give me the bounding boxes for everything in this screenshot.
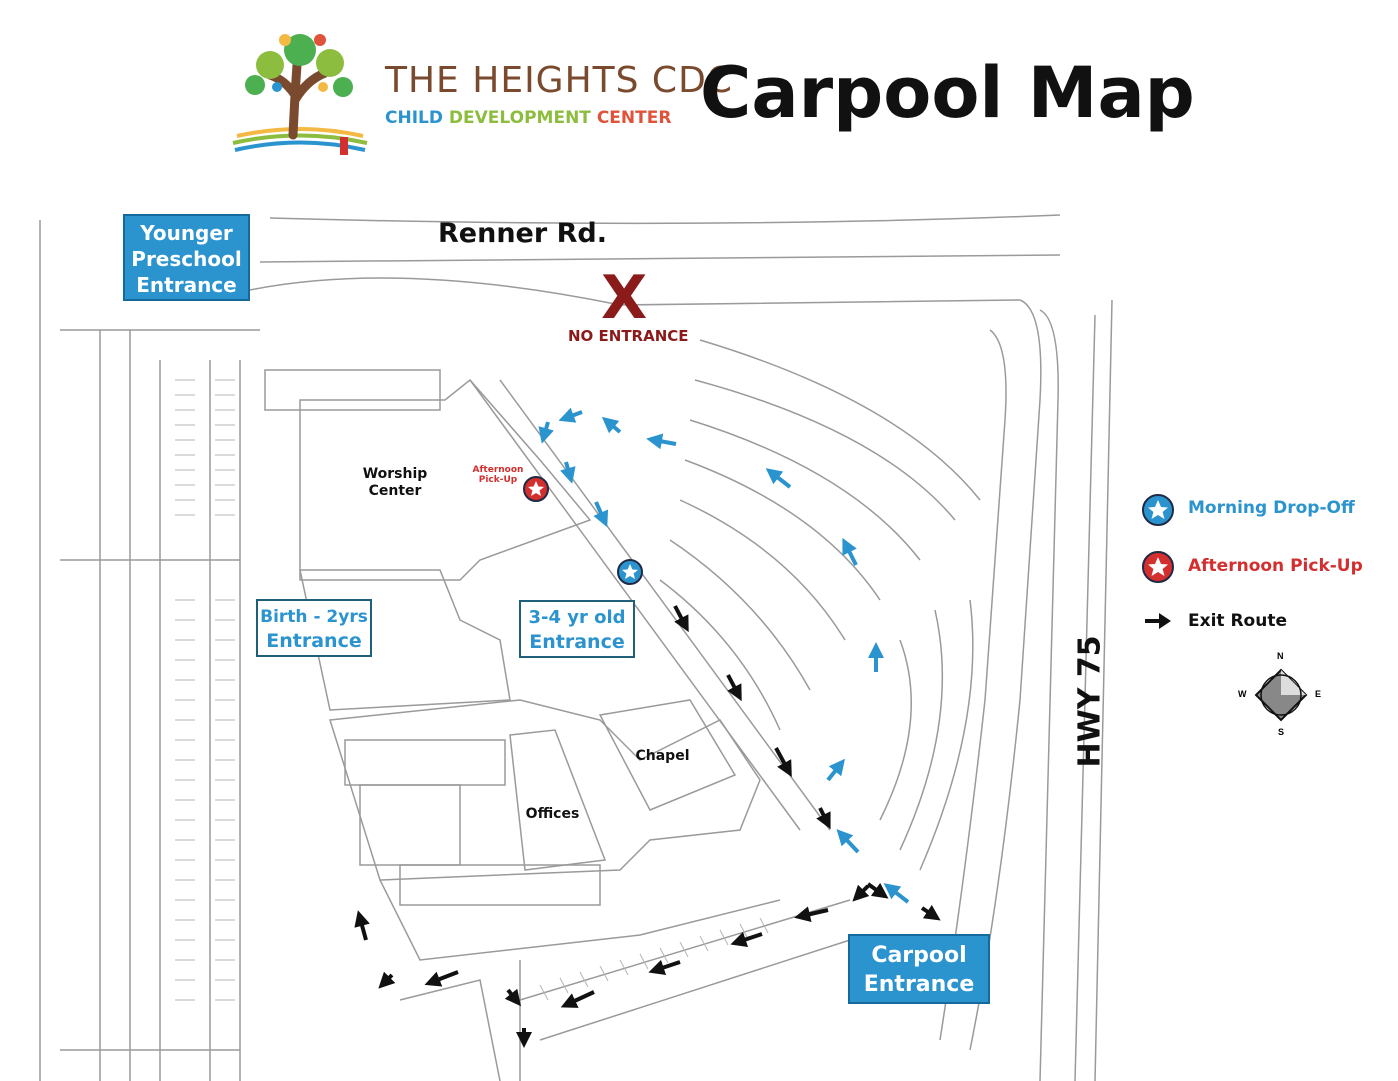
tree-logo-icon	[232, 34, 368, 155]
logo-subtitle: CHILD DEVELOPMENT CENTER	[385, 108, 671, 128]
carpool-entrance-box: Carpool Entrance	[848, 934, 990, 1004]
offices-label: Offices	[525, 806, 580, 822]
carpool-entrance-label: Entrance	[863, 972, 975, 997]
compass-west-label: W	[1238, 689, 1247, 699]
afternoon-marker-label-line1: Afternoon	[472, 465, 524, 475]
compass-north-label: N	[1277, 651, 1284, 661]
compass-south-label: S	[1278, 727, 1285, 737]
morning-route-arrows	[538, 407, 910, 904]
birth-2yrs-entrance-box: Birth - 2yrs Entrance	[256, 599, 372, 657]
exit-route-arrows	[354, 605, 941, 1048]
birth-2yrs-label: Birth - 2yrs	[260, 607, 368, 627]
logo-subtitle-part-2: DEVELOPMENT	[448, 108, 597, 128]
chapel-label: Chapel	[635, 748, 690, 764]
legend-morning-star-icon	[1142, 494, 1174, 526]
no-entrance-label: NO ENTRANCE	[568, 327, 689, 345]
worship-label-line1: Worship	[362, 466, 428, 482]
morning-dropoff-star-icon	[617, 559, 643, 585]
three-four-label: 3-4 yr old	[528, 607, 626, 628]
legend-afternoon-label: Afternoon Pick-Up	[1188, 556, 1363, 576]
logo-subtitle-part-3: CENTER	[596, 108, 672, 128]
hwy-75-west-edge	[1039, 309, 1059, 1081]
legend-morning-label: Morning Drop-Off	[1188, 498, 1355, 518]
afternoon-marker-label: Afternoon Pick-Up	[468, 465, 528, 485]
birth-2yrs-entrance-label: Entrance	[266, 630, 362, 652]
page-title: Carpool Map	[700, 52, 1195, 134]
compass-rose-icon	[1254, 668, 1308, 722]
renner-road-north-edge	[269, 214, 1061, 225]
renner-road-median	[259, 254, 1061, 263]
no-entrance-x-icon: X	[601, 263, 648, 333]
worship-label-line2: Center	[368, 483, 422, 499]
afternoon-marker-label-line2: Pick-Up	[478, 475, 518, 485]
afternoon-pickup-star-icon	[523, 476, 549, 502]
carpool-label: Carpool	[871, 943, 967, 968]
legend-afternoon-star-icon	[1142, 551, 1174, 583]
logo-subtitle-part-1: CHILD	[385, 108, 449, 128]
renner-road-south-edge	[249, 277, 1021, 306]
logo-title: THE HEIGHTS CDC	[385, 60, 733, 101]
legend-exit-arrow-icon	[1145, 613, 1171, 629]
legend-exit-label: Exit Route	[1188, 611, 1287, 631]
renner-road-label: Renner Rd.	[438, 218, 607, 249]
three-four-entrance-label: Entrance	[529, 631, 625, 653]
compass-east-label: E	[1315, 689, 1322, 699]
worship-center-label: Worship Center	[355, 466, 435, 500]
three-four-entrance-box: 3-4 yr old Entrance	[519, 600, 635, 658]
younger-preschool-entrance-box: Younger Preschool Entrance	[123, 214, 250, 301]
